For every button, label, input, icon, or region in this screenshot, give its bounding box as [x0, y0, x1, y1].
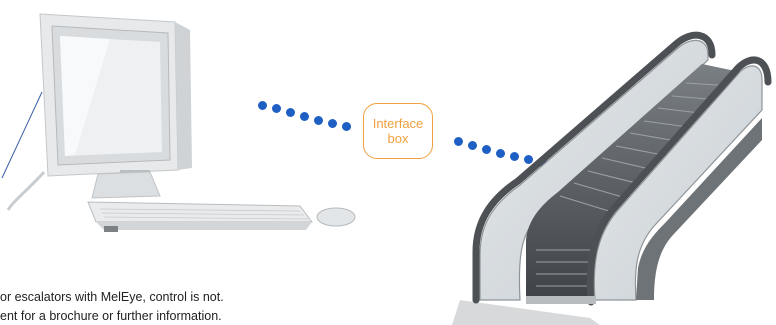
interface-box: Interface box [363, 103, 433, 159]
caption-line-1: or escalators with MelEye, control is no… [0, 290, 224, 304]
connection-dot [342, 122, 351, 131]
connection-dot [300, 112, 309, 121]
connection-dot [314, 116, 323, 125]
connection-dot [258, 101, 267, 110]
interface-box-line2: box [388, 131, 409, 146]
monitor-stand [92, 172, 160, 198]
mouse [317, 208, 355, 226]
escalator-illustration [440, 0, 776, 325]
interface-box-line1: Interface [373, 116, 424, 131]
connection-dot [272, 104, 281, 113]
computer-illustration [0, 0, 360, 250]
pointer-line [2, 92, 42, 178]
caption-line-2: ent for a brochure or further informatio… [0, 309, 222, 325]
connection-dot [286, 108, 295, 117]
connection-dot [328, 119, 337, 128]
